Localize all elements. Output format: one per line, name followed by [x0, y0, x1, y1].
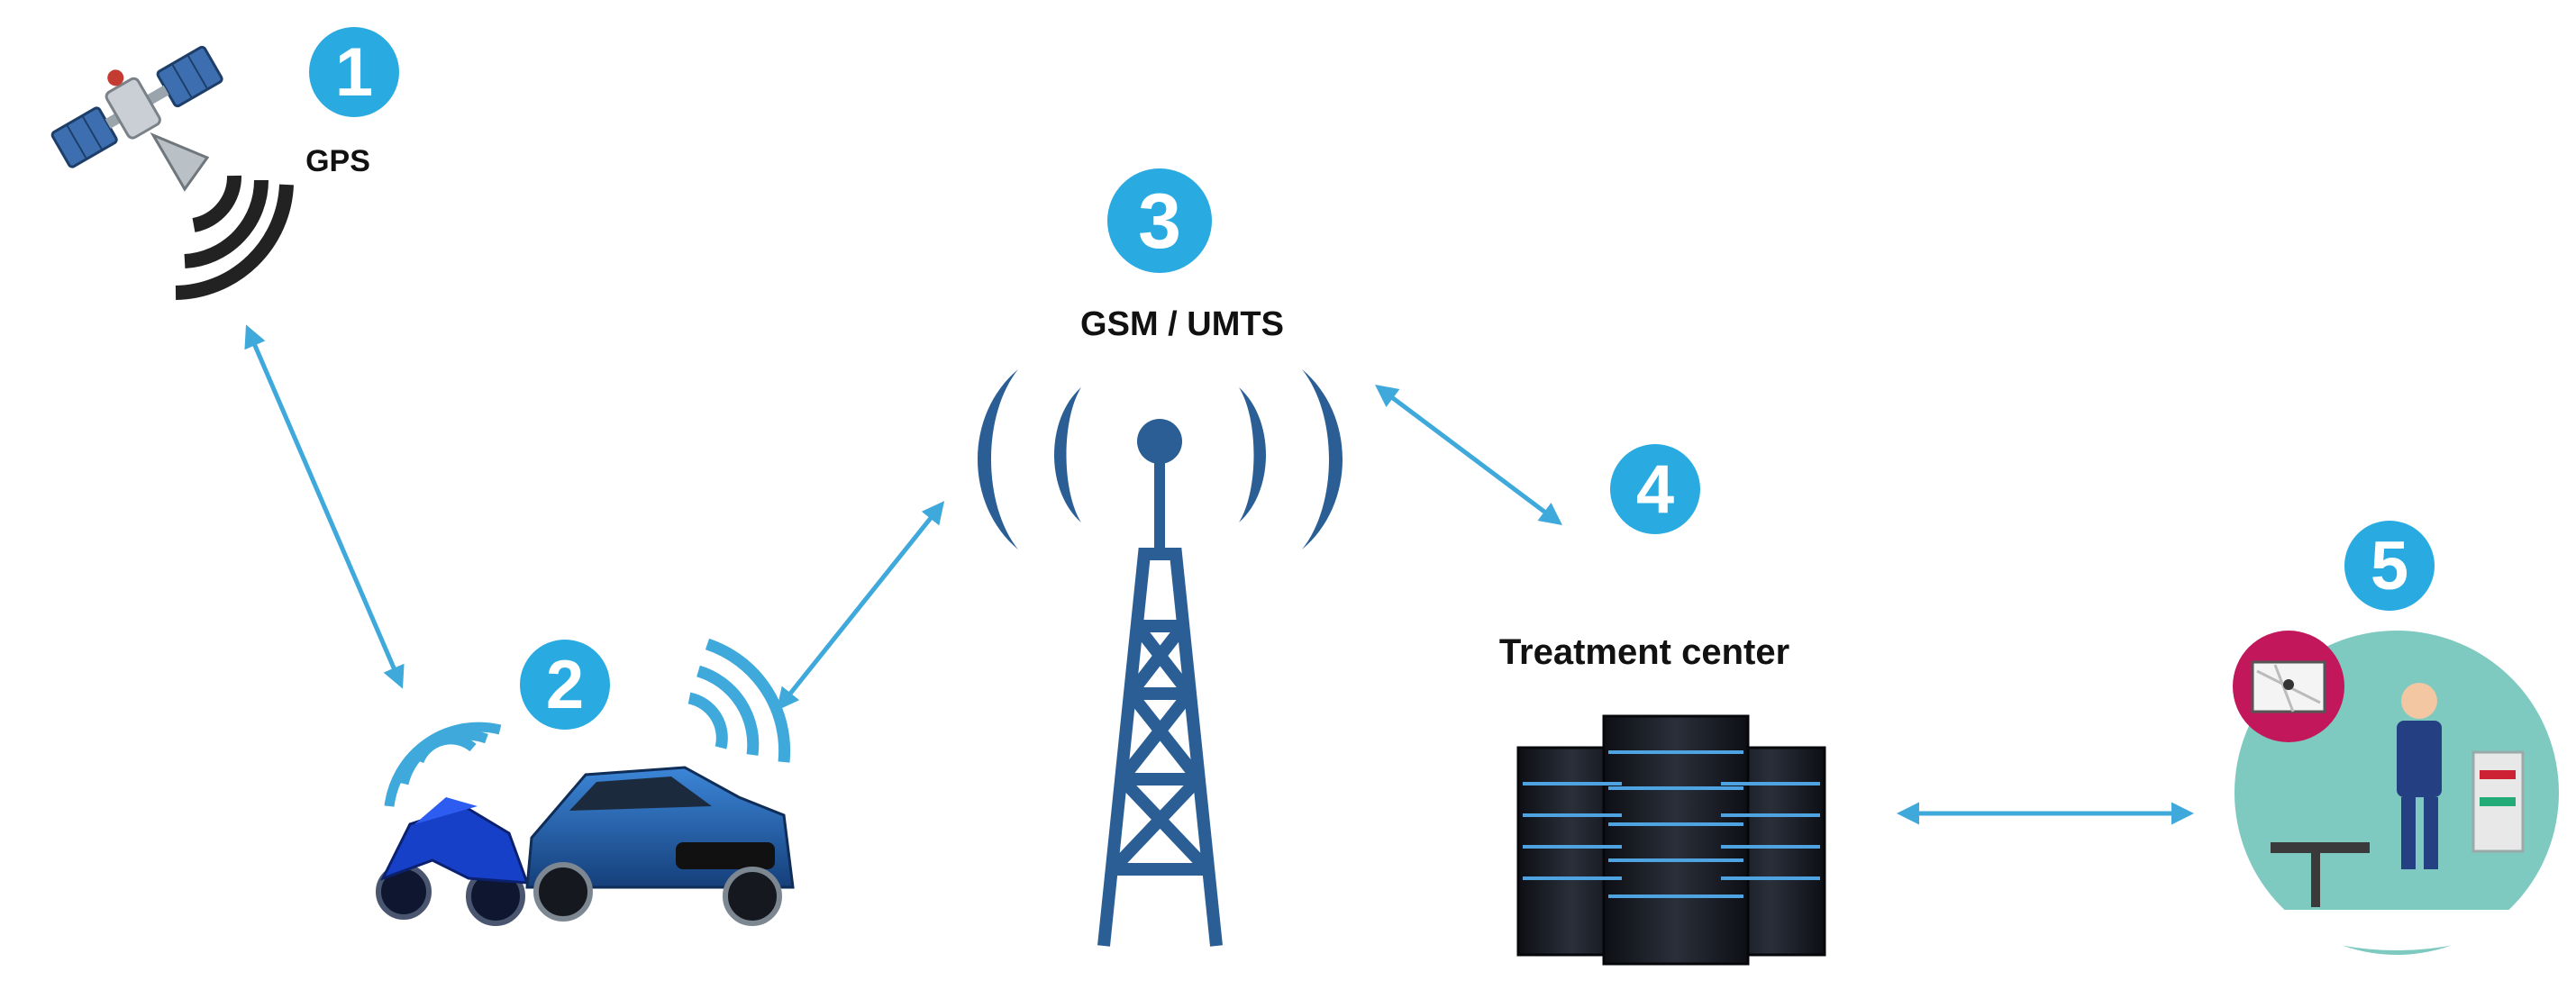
gsm-umts-label: GSM / UMTS	[1080, 305, 1284, 343]
step-4-number: 4	[1636, 451, 1674, 528]
car-signal-icon	[687, 638, 791, 763]
tower-signal-waves	[978, 369, 1343, 549]
motorcycle-icon	[376, 797, 530, 926]
step-5-badge: 5	[2344, 521, 2435, 611]
step-5-number: 5	[2371, 528, 2408, 604]
server-glow-lines	[1523, 750, 1820, 898]
motorcycle-signal-icon	[384, 722, 502, 807]
step-1-number: 1	[335, 34, 373, 111]
step-4-badge: 4	[1610, 444, 1700, 534]
step-2-number: 2	[546, 647, 584, 723]
arrow-tower-center	[1375, 385, 1562, 525]
arrow-gps-vehicles	[244, 324, 405, 689]
treatment-center-label: Treatment center	[1499, 632, 1789, 672]
gps-label: GPS	[305, 144, 370, 178]
step-1-badge: 1	[309, 27, 399, 117]
connection-arrows	[244, 324, 2194, 825]
arrow-vehicles-tower	[776, 501, 945, 711]
step-3-badge: 3	[1107, 168, 1212, 273]
server-icon	[1516, 714, 1826, 966]
car-icon	[525, 766, 795, 926]
signal-waves-icon	[175, 175, 294, 300]
satellite-icon	[50, 45, 223, 192]
monitor-map-icon	[2233, 631, 2344, 742]
cell-tower-icon	[978, 369, 1343, 947]
step-2-badge: 2	[520, 640, 610, 730]
step-3-number: 3	[1138, 178, 1181, 265]
